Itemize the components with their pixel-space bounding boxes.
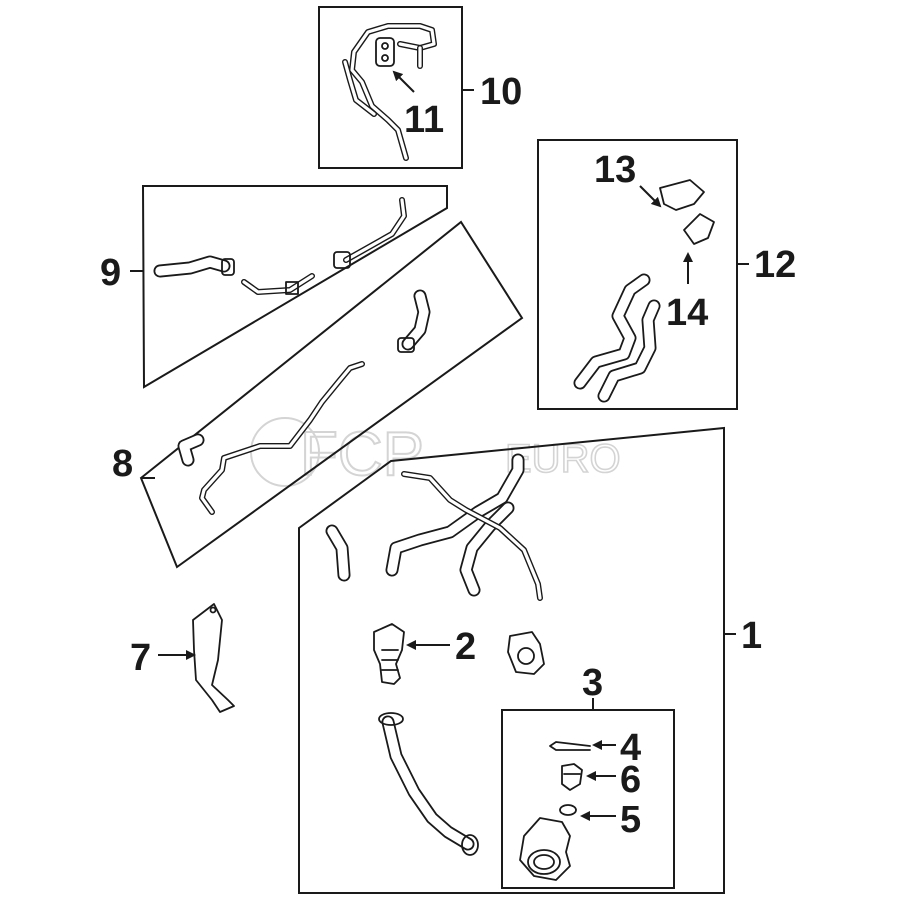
callout-8: 8 [112,443,133,485]
clip-4 [549,741,591,751]
callout-7: 7 [130,637,196,679]
callout-label-12: 12 [754,244,796,286]
outlet-housing-3 [519,817,571,881]
callout-2: 2 [406,626,476,668]
callout-label-7: 7 [130,637,151,679]
callout-label-4: 4 [620,727,641,769]
assembly-8-box [139,220,524,569]
thermostat-housing-2 [373,623,405,685]
sensor-6 [561,763,583,791]
callout-6: 6 [586,759,641,801]
watermark-brand: FCP [300,420,424,489]
callout-label-11: 11 [404,99,444,141]
callout-label-10: 10 [480,71,522,113]
callout-label-6: 6 [620,759,641,801]
callout-13: 13 [594,149,662,208]
assembly-3-box [501,698,675,889]
callout-5: 5 [580,799,641,841]
hose-assembly-10 [342,23,437,161]
callout-10: 10 [480,71,522,113]
callout-4: 4 [592,727,641,769]
hoses-1 [325,453,545,856]
callout-label-1: 1 [741,615,762,657]
o-ring-5 [559,804,577,816]
callout-label-13: 13 [594,149,636,191]
hoses-8 [177,289,431,515]
bracket-7 [192,603,235,713]
callout-label-8: 8 [112,443,133,485]
callout-label-2: 2 [455,626,476,668]
callout-14: 14 [666,252,708,334]
hose-assembly-12 [573,179,715,403]
callout-1: 1 [741,615,762,657]
callout-label-5: 5 [620,799,641,841]
hoses-9 [153,197,407,295]
assembly-12-box [537,139,749,410]
callout-9: 9 [100,252,121,294]
callout-12: 12 [754,244,796,286]
assembly-9-box [130,185,448,389]
callout-label-3: 3 [582,662,603,704]
assembly-1-box [298,426,736,894]
callout-3: 3 [582,662,603,704]
callout-label-9: 9 [100,252,121,294]
callout-label-14: 14 [666,292,708,334]
callout-11: 11 [392,70,444,141]
assembly-10-box [318,6,474,169]
